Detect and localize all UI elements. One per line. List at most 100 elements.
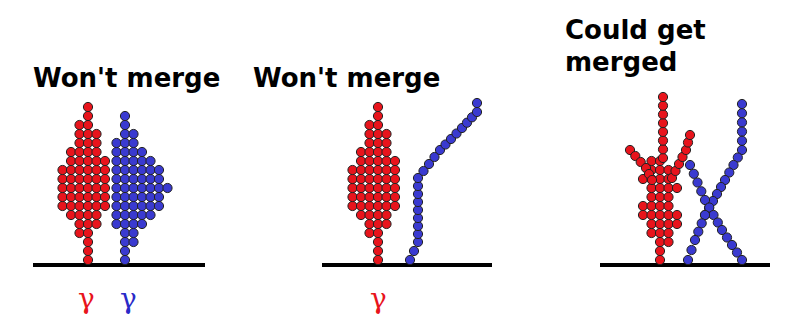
cell-dot	[737, 118, 746, 127]
cell-dot	[120, 129, 129, 138]
gamma-symbol: γ	[78, 284, 95, 314]
cell-dot	[373, 201, 382, 210]
cell-dot	[83, 165, 92, 174]
cell-dot	[120, 219, 129, 228]
panel-caption: Won't merge	[253, 62, 440, 94]
cell-dot	[146, 165, 155, 174]
cell-dot	[655, 219, 664, 228]
cell-dot	[112, 210, 121, 219]
cell-dot	[100, 201, 109, 210]
cell-dot	[664, 183, 673, 192]
cell-dot	[112, 192, 121, 201]
cell-dot	[137, 192, 146, 201]
cell-dot	[373, 102, 382, 111]
cell-dot	[83, 111, 92, 120]
cell-dot	[129, 129, 138, 138]
cell-dot	[685, 130, 694, 139]
cell-dot	[655, 201, 664, 210]
cell-dot	[647, 228, 656, 237]
cell-dot	[92, 201, 101, 210]
cell-dot	[658, 92, 667, 101]
cell-dot	[137, 210, 146, 219]
cell-dot	[683, 255, 692, 264]
cell-dot	[58, 174, 67, 183]
cell-dot	[66, 201, 75, 210]
cell-dot	[638, 210, 647, 219]
cell-dot	[129, 219, 138, 228]
cell-dot	[120, 246, 129, 255]
cell-dot	[348, 192, 357, 201]
cell-dot	[92, 219, 101, 228]
cell-dot	[83, 147, 92, 156]
cell-dot	[365, 183, 374, 192]
cell-dot	[83, 174, 92, 183]
cell-dot	[83, 156, 92, 165]
cell-dot	[390, 201, 399, 210]
cell-dot	[356, 165, 365, 174]
cell-dot	[365, 138, 374, 147]
panel-caption: Could get merged	[565, 14, 765, 78]
cell-dot	[137, 219, 146, 228]
cell-dot	[373, 129, 382, 138]
cell-dot	[137, 174, 146, 183]
cell-dot	[373, 237, 382, 246]
cell-dot	[75, 174, 84, 183]
cell-dot	[382, 165, 391, 174]
cell-dot	[737, 109, 746, 118]
cell-dot	[112, 165, 121, 174]
cell-dot	[658, 119, 667, 128]
cell-dot	[66, 165, 75, 174]
cell-dot	[129, 138, 138, 147]
cell-dot	[137, 147, 146, 156]
cell-dot	[382, 210, 391, 219]
cell-dot	[129, 174, 138, 183]
cell-dot	[658, 136, 667, 145]
cell-dot	[112, 183, 121, 192]
cell-dot	[687, 245, 696, 254]
cell-dot	[146, 192, 155, 201]
cell-dot	[83, 210, 92, 219]
cell-dot	[664, 219, 673, 228]
cell-dot	[373, 156, 382, 165]
cell-dot	[120, 210, 129, 219]
cell-dot	[693, 178, 702, 187]
cell-dot	[75, 210, 84, 219]
cell-dot	[356, 183, 365, 192]
cell-dot	[66, 210, 75, 219]
cell-dot	[83, 219, 92, 228]
cell-dot	[685, 160, 694, 169]
cell-dot	[655, 246, 664, 255]
cell-dot	[365, 210, 374, 219]
cell-dot	[390, 192, 399, 201]
cell-dot	[83, 237, 92, 246]
cell-dot	[66, 174, 75, 183]
cell-dot	[75, 138, 84, 147]
cell-dot	[348, 174, 357, 183]
cell-dot	[100, 183, 109, 192]
cell-dot	[655, 210, 664, 219]
cell-dot	[382, 192, 391, 201]
cell-dot	[137, 165, 146, 174]
cell-dot	[390, 174, 399, 183]
cell-dot	[664, 210, 673, 219]
cell-dot	[365, 120, 374, 129]
cell-dot	[356, 192, 365, 201]
cell-dot	[66, 192, 75, 201]
cell-dot	[373, 120, 382, 129]
cell-dot	[390, 156, 399, 165]
cell-dot	[120, 201, 129, 210]
cell-dot	[356, 156, 365, 165]
cell-dot	[672, 183, 681, 192]
cell-dot	[365, 192, 374, 201]
cell-dot	[365, 219, 374, 228]
cell-dot	[83, 255, 92, 264]
cell-dot	[154, 174, 163, 183]
cell-dot	[120, 237, 129, 246]
cell-dot	[390, 183, 399, 192]
cell-dot	[83, 138, 92, 147]
cell-dot	[146, 183, 155, 192]
cell-dot	[129, 228, 138, 237]
cell-dot	[373, 183, 382, 192]
cell-dot	[129, 237, 138, 246]
